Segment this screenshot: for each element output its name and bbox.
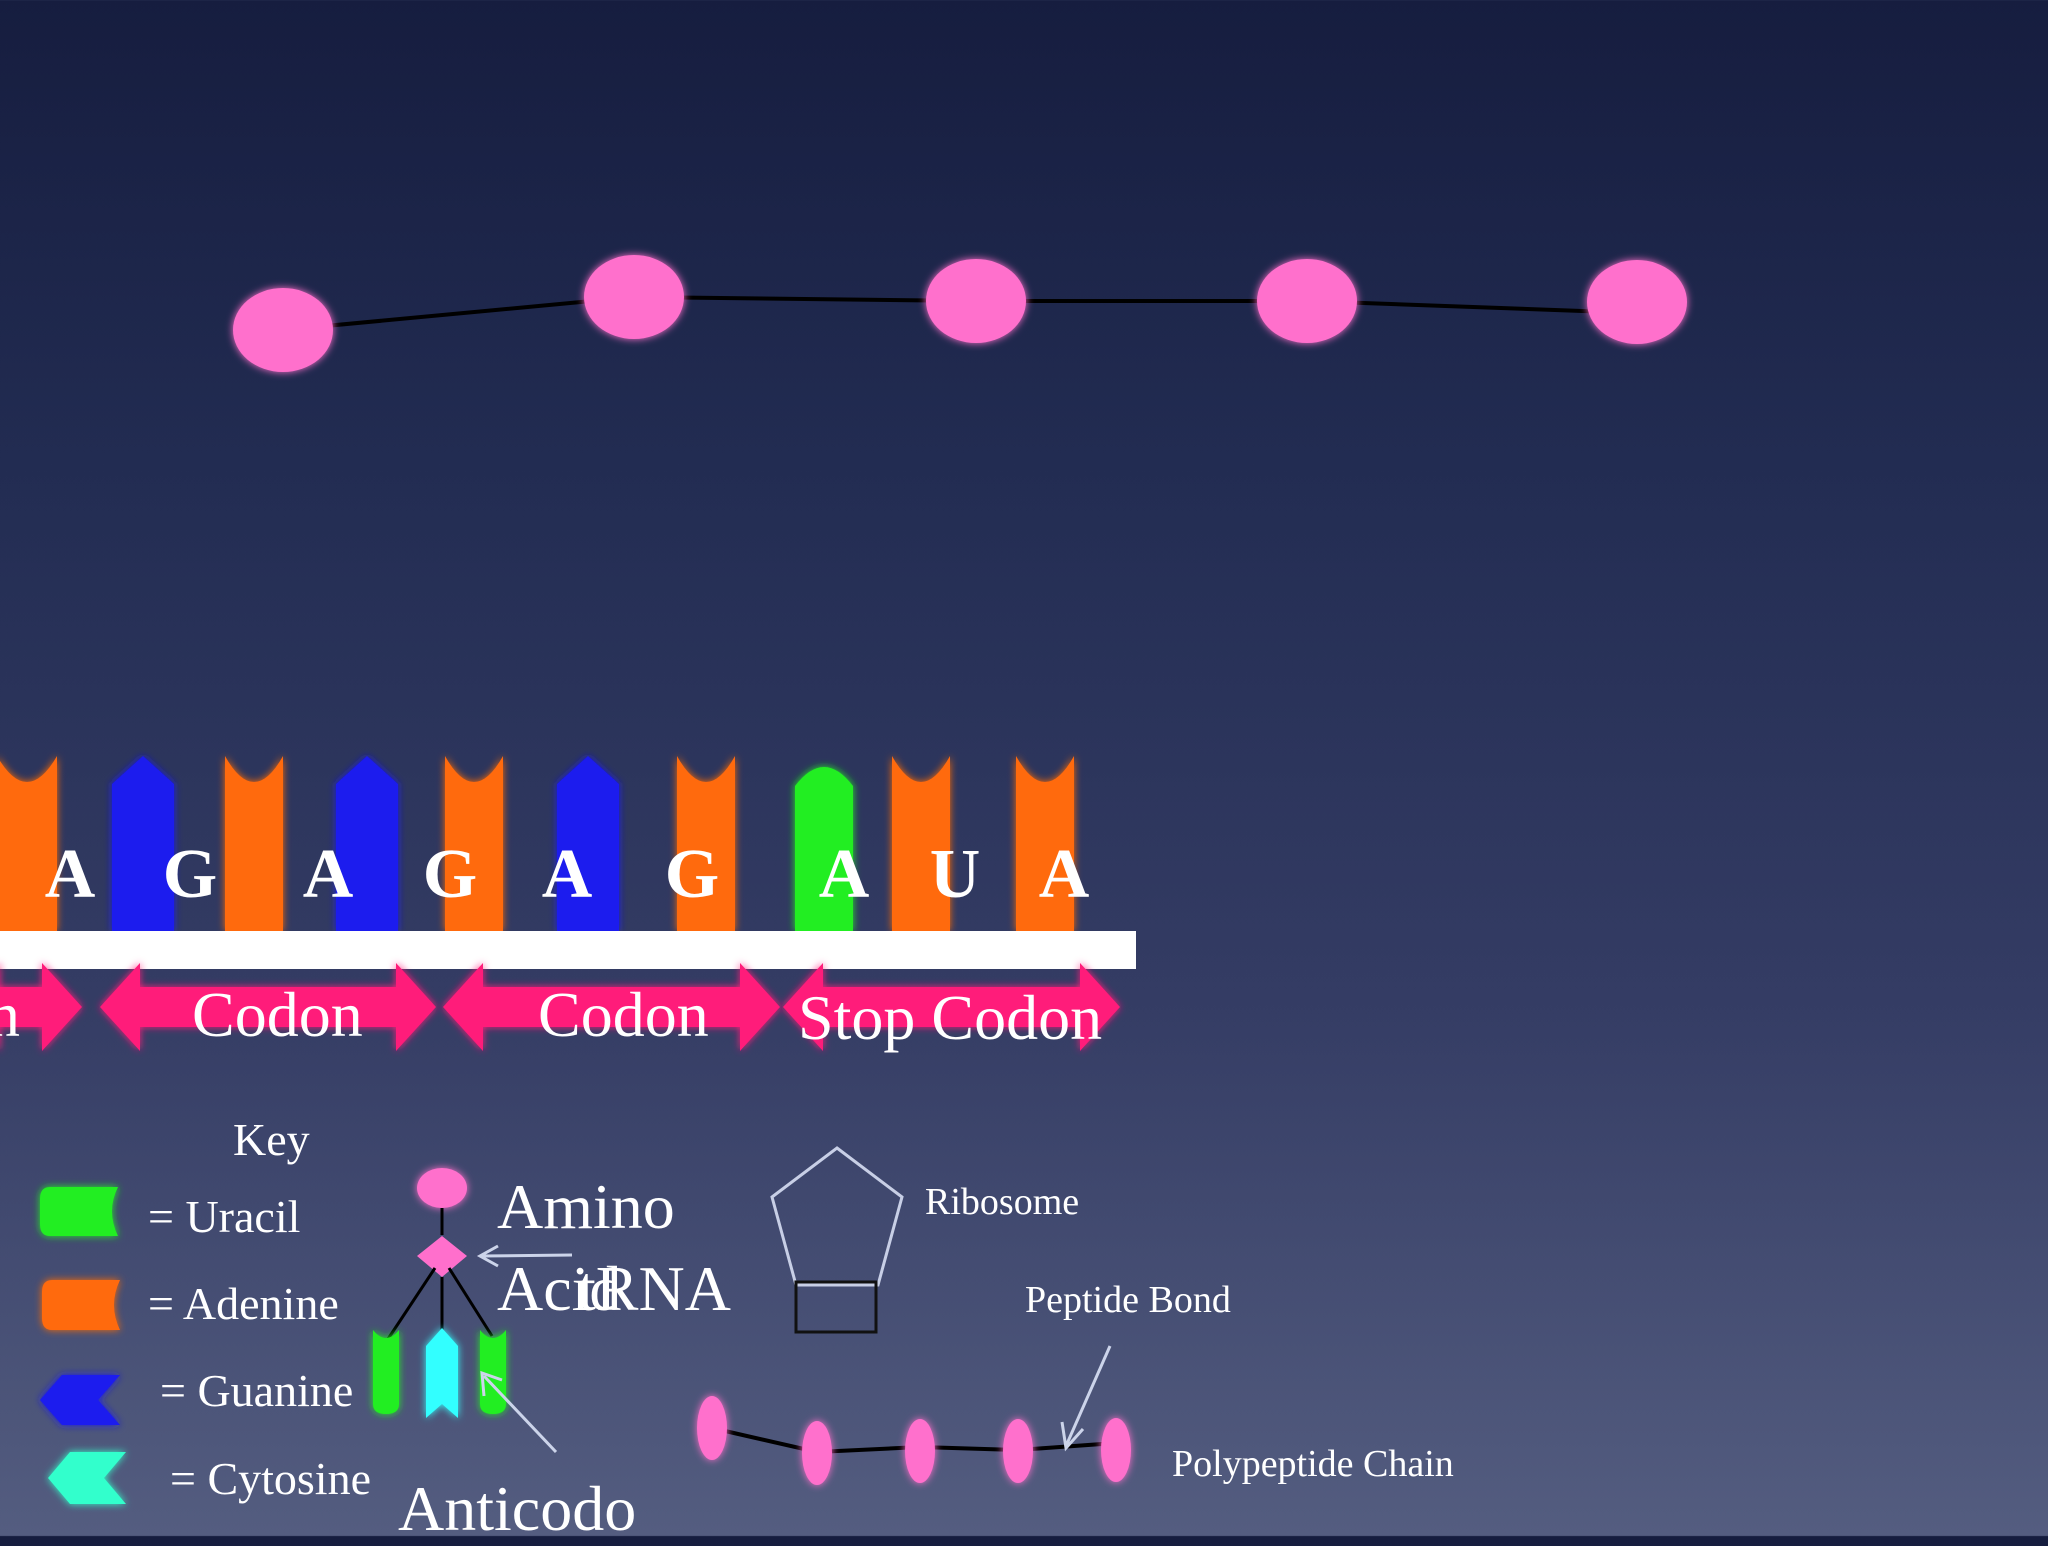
codon-label: Codon	[192, 979, 363, 1050]
ribosome-icon	[770, 1146, 904, 1334]
trna-diamond-icon	[417, 1236, 467, 1277]
arrowhead	[480, 1370, 503, 1397]
polypeptide-bead	[905, 1419, 935, 1483]
anticodon-pointer-arrow	[482, 1374, 558, 1454]
base-letter: A	[44, 836, 96, 913]
adenine-base	[445, 756, 503, 931]
peptide-bond-label: Peptide Bond	[1025, 1279, 1231, 1321]
trna-leg-line	[447, 1267, 494, 1337]
cytosine-key-icon	[48, 1452, 126, 1504]
base-letter: U	[929, 836, 981, 913]
amino-acid-label-line2: Acid	[497, 1253, 622, 1324]
arrowhead	[476, 1244, 499, 1268]
codon-double-arrow	[0, 963, 82, 1051]
polypeptide-chain-icon	[697, 1345, 1131, 1485]
trna-uracil-base	[373, 1330, 399, 1414]
amino-acid-pointer-arrow	[481, 1253, 573, 1258]
guanine-base	[336, 756, 398, 931]
base-letter: G	[162, 836, 218, 913]
amino-acid-bead	[1587, 260, 1687, 344]
trna-label: tRNA	[578, 1253, 731, 1324]
base-letter: A	[302, 836, 354, 913]
codon-label: Codon	[538, 979, 709, 1050]
codon-double-arrow	[443, 963, 780, 1051]
polypeptide-bead	[1003, 1419, 1033, 1483]
codon-arrows	[0, 963, 1120, 1051]
trna-leg-line	[384, 1267, 437, 1343]
key-label-adenine: = Adenine	[148, 1278, 339, 1329]
amino-acid-bead	[233, 288, 333, 372]
key-label-guanine: = Guanine	[160, 1365, 354, 1416]
polypeptide-bead	[697, 1396, 727, 1460]
amino-acid-bead	[1257, 259, 1357, 343]
ribosome-pentagon	[770, 1146, 904, 1287]
adenine-base	[677, 756, 735, 931]
adenine-base	[225, 756, 283, 931]
guanine-key-icon	[40, 1375, 120, 1425]
peptide-bond-pointer-arrow	[1064, 1345, 1112, 1447]
mrna-bases	[0, 756, 1074, 931]
key-title: Key	[233, 1114, 310, 1165]
adenine-base	[892, 756, 950, 931]
trna-uracil-base	[480, 1330, 506, 1414]
codon-label: Stop Codon	[798, 982, 1103, 1053]
polypeptide-chain-label: Polypeptide Chain	[1172, 1443, 1454, 1485]
uracil-key-icon	[40, 1187, 118, 1236]
amino-acid-chain	[233, 255, 1687, 372]
base-letter: A	[1038, 836, 1090, 913]
base-letter: G	[422, 836, 478, 913]
base-letter: A	[541, 836, 593, 913]
codon-double-arrow	[100, 963, 436, 1051]
key-icons	[40, 1187, 126, 1504]
adenine-base	[1016, 756, 1074, 931]
amino-acid-bead	[584, 255, 684, 339]
key-label-uracil: = Uracil	[148, 1191, 301, 1242]
codon-label: n	[0, 979, 20, 1050]
uracil-base	[795, 767, 853, 931]
codon-double-arrow	[783, 963, 1120, 1051]
polypeptide-bead	[1101, 1418, 1131, 1482]
trna-cytosine-base	[426, 1328, 458, 1418]
adenine-key-icon	[42, 1280, 120, 1330]
amino-acid-bead	[926, 259, 1026, 343]
base-letter: A	[818, 836, 870, 913]
ribosome-label: Ribosome	[925, 1181, 1080, 1223]
mrna-strand	[0, 931, 1136, 969]
arrowhead	[1060, 1421, 1085, 1452]
key-label-cytosine: = Cytosine	[170, 1453, 372, 1504]
base-letter: G	[664, 836, 720, 913]
guanine-base	[112, 756, 174, 931]
trna-illustration	[373, 1168, 573, 1454]
amino-acid-label-line1: Amino	[497, 1171, 675, 1242]
guanine-base	[557, 756, 619, 931]
ribosome-base-box	[794, 1280, 878, 1334]
polypeptide-bead	[802, 1421, 832, 1485]
adenine-base	[0, 756, 57, 931]
anticodon-label: Anticodo	[398, 1473, 637, 1544]
trna-amino-acid-bead	[417, 1168, 467, 1208]
